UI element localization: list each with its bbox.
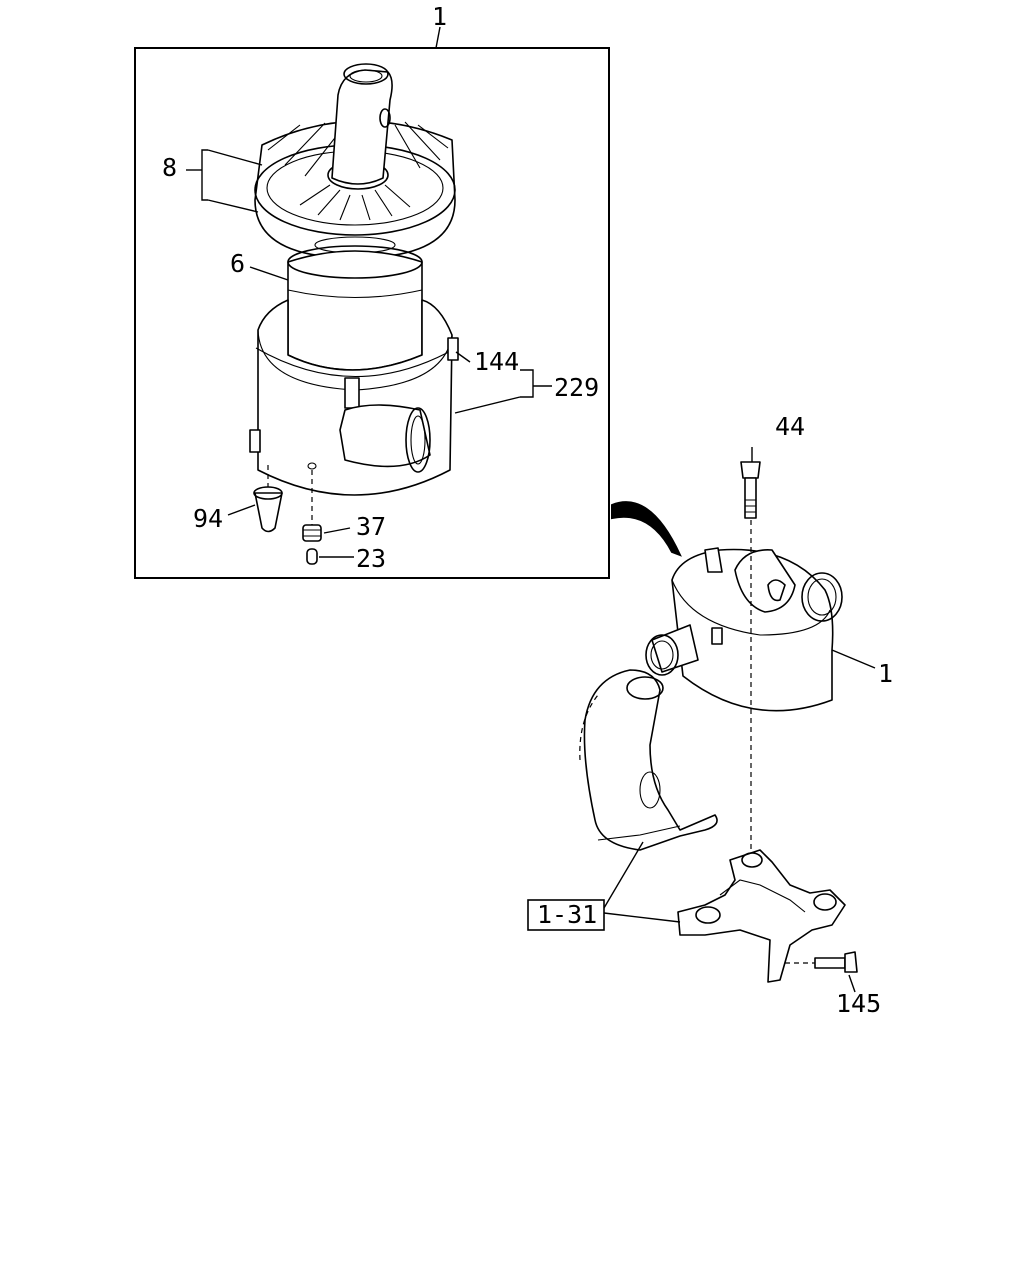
view-arrow	[611, 501, 682, 557]
callout-44[interactable]: 44	[775, 412, 805, 441]
assembled-air-cleaner[interactable]	[645, 547, 843, 712]
air-cleaner-body[interactable]	[249, 299, 459, 496]
intake-duct[interactable]	[579, 669, 718, 851]
callout-1-side[interactable]: 1	[878, 659, 893, 688]
callout-8[interactable]: 8	[162, 153, 177, 182]
callout-1-top[interactable]: 1	[432, 2, 447, 31]
plug[interactable]	[306, 548, 318, 565]
callout-1-31[interactable]: 1-31	[537, 900, 597, 929]
air-cleaner-cover[interactable]	[254, 63, 456, 259]
callout-145[interactable]: 145	[836, 989, 881, 1018]
mounting-bracket[interactable]	[677, 849, 846, 983]
grommet[interactable]	[302, 524, 322, 542]
callout-94[interactable]: 94	[193, 504, 223, 533]
filter-element[interactable]	[287, 245, 423, 371]
exploded-view-frame	[134, 47, 610, 579]
callout-144[interactable]: 144	[474, 347, 519, 376]
callout-229[interactable]: 229	[554, 373, 599, 402]
callout-23[interactable]: 23	[356, 544, 386, 573]
callout-37[interactable]: 37	[356, 512, 386, 541]
bolt-145[interactable]	[814, 951, 858, 973]
callout-6[interactable]: 6	[230, 249, 245, 278]
vacuator-valve[interactable]	[253, 465, 283, 533]
ref-box-1-31[interactable]	[527, 899, 605, 931]
bolt-44[interactable]	[740, 461, 761, 519]
